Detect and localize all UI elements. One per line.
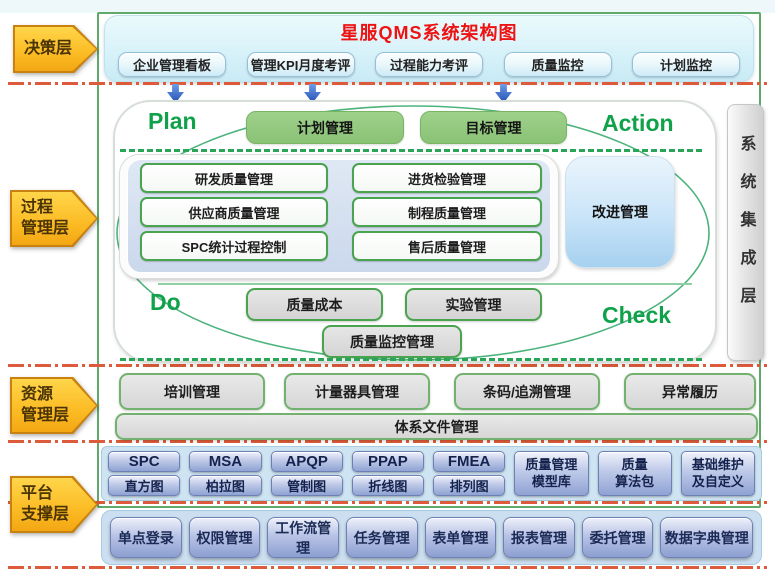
layer-label-line: 管理层: [21, 406, 70, 424]
goal-management-box: 目标管理: [420, 111, 567, 144]
service-data-dictionary: 数据字典管理: [660, 517, 754, 558]
service-delegation: 委托管理: [581, 517, 654, 558]
decision-button-dashboard: 企业管理看板: [118, 52, 226, 77]
tool-basic-maintenance: 基础维护 及自定义: [680, 451, 755, 496]
module-rd-quality: 研发质量管理: [140, 163, 328, 193]
tool-label-line: 模型库: [531, 473, 571, 489]
pdca-do-label: Do: [150, 289, 181, 315]
green-dashed-line-bottom: [120, 358, 702, 361]
divider-line-5: [8, 566, 767, 569]
page-title: 星服QMS系统架构图: [340, 23, 518, 43]
system-integration-label: 系统集成层: [737, 135, 755, 325]
green-dashed-line-top: [120, 149, 702, 152]
tool-column-msa: MSA 柏拉图: [189, 451, 262, 496]
module-process-quality: 制程质量管理: [352, 197, 542, 227]
service-task: 任务管理: [345, 517, 418, 558]
service-report: 报表管理: [503, 517, 575, 558]
tool-line-chart: 折线图: [351, 475, 424, 496]
barcode-trace-box: 条码/追溯管理: [454, 373, 600, 410]
tool-column-fmea: FMEA 排列图: [433, 451, 506, 496]
layer-label-line: 平台: [21, 484, 54, 502]
layer-arrow-resource: 资源 管理层: [10, 377, 98, 434]
tool-column-spc: SPC 直方图: [108, 451, 181, 496]
experiment-management-box: 实验管理: [405, 288, 542, 321]
layer-label-line: 管理层: [21, 219, 70, 237]
service-permission: 权限管理: [188, 517, 261, 558]
tool-quality-algorithm-pack: 质量 算法包: [597, 451, 672, 496]
tool-ppap: PPAP: [351, 451, 424, 472]
module-supplier-quality: 供应商质量管理: [140, 197, 328, 227]
tool-column-apqp: APQP 管制图: [270, 451, 343, 496]
system-document-management-box: 体系文件管理: [115, 413, 758, 440]
module-incoming-inspection: 进货检验管理: [352, 163, 542, 193]
decision-button-quality-monitor: 质量监控: [503, 52, 612, 77]
improvement-management-box: 改进管理: [565, 156, 675, 268]
tool-label-line: 质量: [621, 456, 648, 472]
decision-button-row: 企业管理看板 管理KPI月度考评 过程能力考评 质量监控 计划监控: [118, 52, 740, 77]
divider-line-3: [8, 440, 767, 443]
decision-button-plan-monitor: 计划监控: [632, 52, 740, 77]
tool-msa: MSA: [189, 451, 262, 472]
service-workflow: 工作流管理: [267, 517, 339, 558]
tool-fmea: FMEA: [433, 451, 506, 472]
module-spc-control: SPC统计过程控制: [140, 231, 328, 261]
layer-label: 决策层: [24, 39, 73, 57]
layer-label-line: 过程: [21, 198, 54, 216]
layer-label-line: 支撑层: [21, 505, 70, 523]
gauge-management-box: 计量器具管理: [284, 373, 430, 410]
abnormal-history-box: 异常履历: [624, 373, 756, 410]
quality-cost-box: 质量成本: [246, 288, 383, 321]
layer-arrow-decision: 决策层: [13, 25, 98, 73]
tool-control-chart: 管制图: [270, 475, 343, 496]
divider-line-1: [8, 82, 767, 85]
system-integration-layer-bar: 系统集成层: [727, 104, 764, 361]
tool-column-ppap: PPAP 折线图: [351, 451, 424, 496]
training-management-box: 培训管理: [119, 373, 265, 410]
tool-histogram: 直方图: [108, 475, 181, 496]
layer-arrow-process: 过程 管理层: [10, 190, 98, 247]
base-services-panel: 单点登录 权限管理 工作流管理 任务管理 表单管理 报表管理 委托管理 数据字典…: [101, 510, 762, 565]
plan-management-box: 计划管理: [246, 111, 404, 144]
tool-pareto: 柏拉图: [189, 475, 262, 496]
module-aftersales-quality: 售后质量管理: [352, 231, 542, 261]
tool-label-line: 基础维护: [691, 456, 744, 472]
tool-spc: SPC: [108, 451, 181, 472]
service-form: 表单管理: [424, 517, 497, 558]
service-single-signon: 单点登录: [110, 517, 182, 558]
decision-button-capability: 过程能力考评: [375, 52, 483, 77]
pdca-plan-label: Plan: [148, 108, 197, 134]
tool-label-line: 及自定义: [691, 473, 744, 489]
pdca-action-label: Action: [602, 110, 674, 136]
layer-arrow-platform: 平台 支撑层: [10, 476, 98, 533]
divider-line-2: [8, 364, 767, 367]
tool-quality-model-library: 质量管理 模型库: [514, 451, 589, 496]
layer-label-line: 资源: [21, 385, 54, 403]
platform-tools-panel: SPC 直方图 MSA 柏拉图 APQP 管制图 PPAP 折线图 FMEA 排…: [101, 446, 762, 501]
pdca-check-label: Check: [602, 302, 672, 328]
tool-bar-chart: 排列图: [433, 475, 506, 496]
tool-label-line: 算法包: [615, 473, 655, 489]
divider-line-4: [8, 501, 767, 504]
quality-monitor-management-box: 质量监控管理: [322, 325, 462, 358]
top-strip: [0, 0, 775, 13]
thin-green-line: [158, 283, 692, 285]
tool-label-line: 质量管理: [525, 456, 578, 472]
decision-button-kpi: 管理KPI月度考评: [246, 52, 355, 77]
tool-apqp: APQP: [270, 451, 343, 472]
